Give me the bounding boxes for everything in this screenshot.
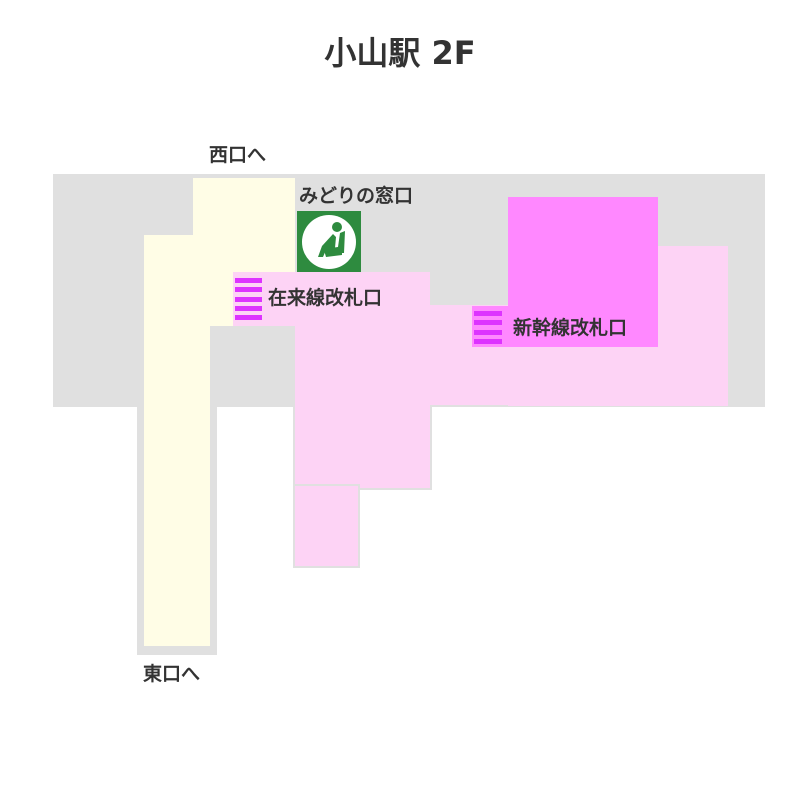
ticket-office[interactable] (297, 211, 361, 272)
conventional-platform-stair-b (295, 486, 358, 566)
conventional-gate-label: 在来線改札口 (268, 287, 383, 309)
page-title: 小山駅 2F (324, 34, 476, 72)
free-corridor-lower (144, 272, 234, 326)
east-exit-label: 東口へ (143, 663, 201, 685)
free-corridor-mid (144, 235, 295, 273)
conventional-platform-stair-a (295, 400, 430, 488)
free-corridor-east (144, 325, 210, 646)
ticket-office-label: みどりの窓口 (299, 185, 414, 207)
shinkansen-gate-icon (474, 311, 502, 344)
west-exit-label: 西口へ (209, 144, 267, 166)
reserved-seat-icon (302, 214, 356, 269)
shinkansen-gate-label: 新幹線改札口 (513, 317, 628, 339)
shinkansen-area (508, 197, 658, 347)
free-corridor-top (193, 178, 295, 236)
conventional-gate-icon (235, 278, 262, 320)
